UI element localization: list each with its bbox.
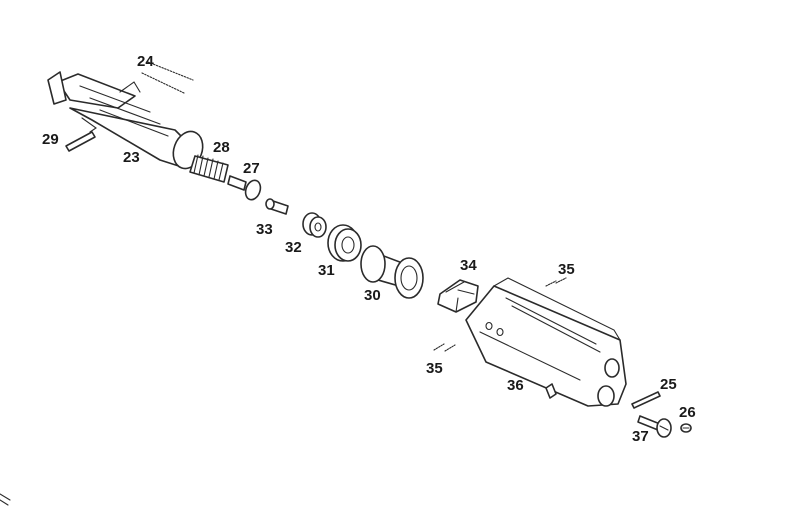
part-30-sleeve bbox=[360, 245, 424, 299]
part-32-bushing bbox=[302, 212, 327, 238]
part-23-cylinder bbox=[47, 71, 204, 170]
part-37-screw bbox=[637, 415, 672, 438]
callout-23: 23 bbox=[123, 149, 140, 166]
part-33-pin bbox=[265, 198, 289, 215]
part-35-screws-lower bbox=[433, 343, 456, 352]
part-25-pin bbox=[631, 391, 661, 409]
callout-36: 36 bbox=[507, 377, 524, 394]
part-24-springs bbox=[141, 61, 194, 94]
callout-30: 30 bbox=[364, 287, 381, 304]
callout-27: 27 bbox=[243, 160, 260, 177]
callout-25: 25 bbox=[660, 376, 677, 393]
callout-33: 33 bbox=[256, 221, 273, 238]
callout-26: 26 bbox=[679, 404, 696, 421]
part-34-block bbox=[437, 279, 479, 313]
part-29-pin bbox=[65, 131, 96, 152]
part-28-coil-spring bbox=[189, 154, 229, 183]
part-31-washer bbox=[327, 224, 362, 262]
callout-29: 29 bbox=[42, 131, 59, 148]
part-26-screw bbox=[680, 423, 692, 433]
part-36-housing bbox=[465, 277, 627, 407]
callout-28: 28 bbox=[213, 139, 230, 156]
callout-35-lower: 35 bbox=[426, 360, 443, 377]
callout-34: 34 bbox=[460, 257, 477, 274]
callout-35-upper: 35 bbox=[558, 261, 575, 278]
part-35-screws-upper bbox=[545, 277, 567, 287]
edge-fragment bbox=[0, 493, 11, 506]
callout-37: 37 bbox=[632, 428, 649, 445]
callout-31: 31 bbox=[318, 262, 335, 279]
callout-32: 32 bbox=[285, 239, 302, 256]
part-27-valve bbox=[227, 175, 262, 201]
callout-24: 24 bbox=[137, 53, 154, 70]
